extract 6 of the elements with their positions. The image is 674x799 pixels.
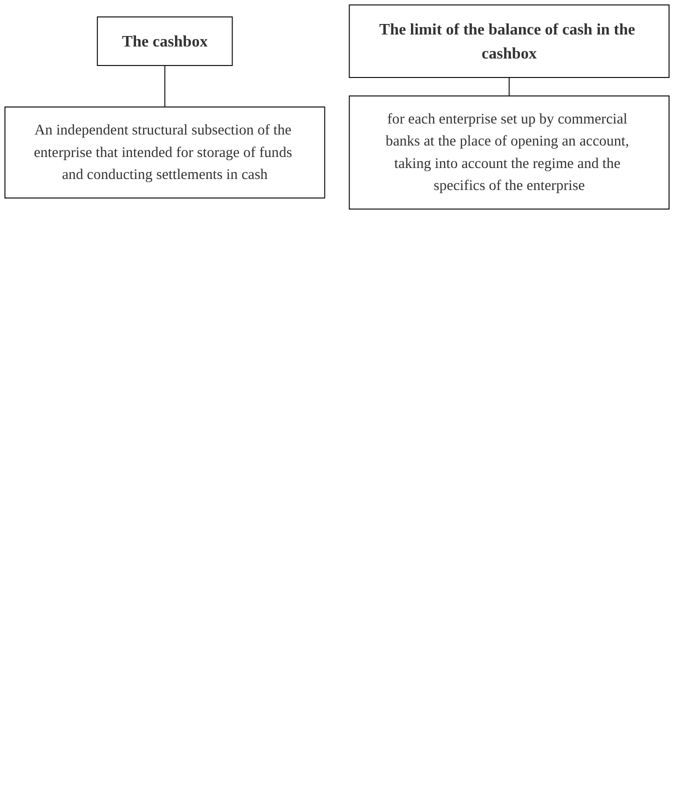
node-box: for each enterprise set up by commercial banks at the place of opening an account, taking into account the regime and the specifics of the enterprise [348,95,670,210]
connector [508,77,510,96]
connector [164,65,166,108]
node-box: The cashbox [96,16,233,66]
node-box: An independent structural subsection of the enterprise that intended for storage of funds and conducting settlements in cash [4,106,326,198]
node-box: The limit of the balance of cash in the cashbox [348,4,670,78]
